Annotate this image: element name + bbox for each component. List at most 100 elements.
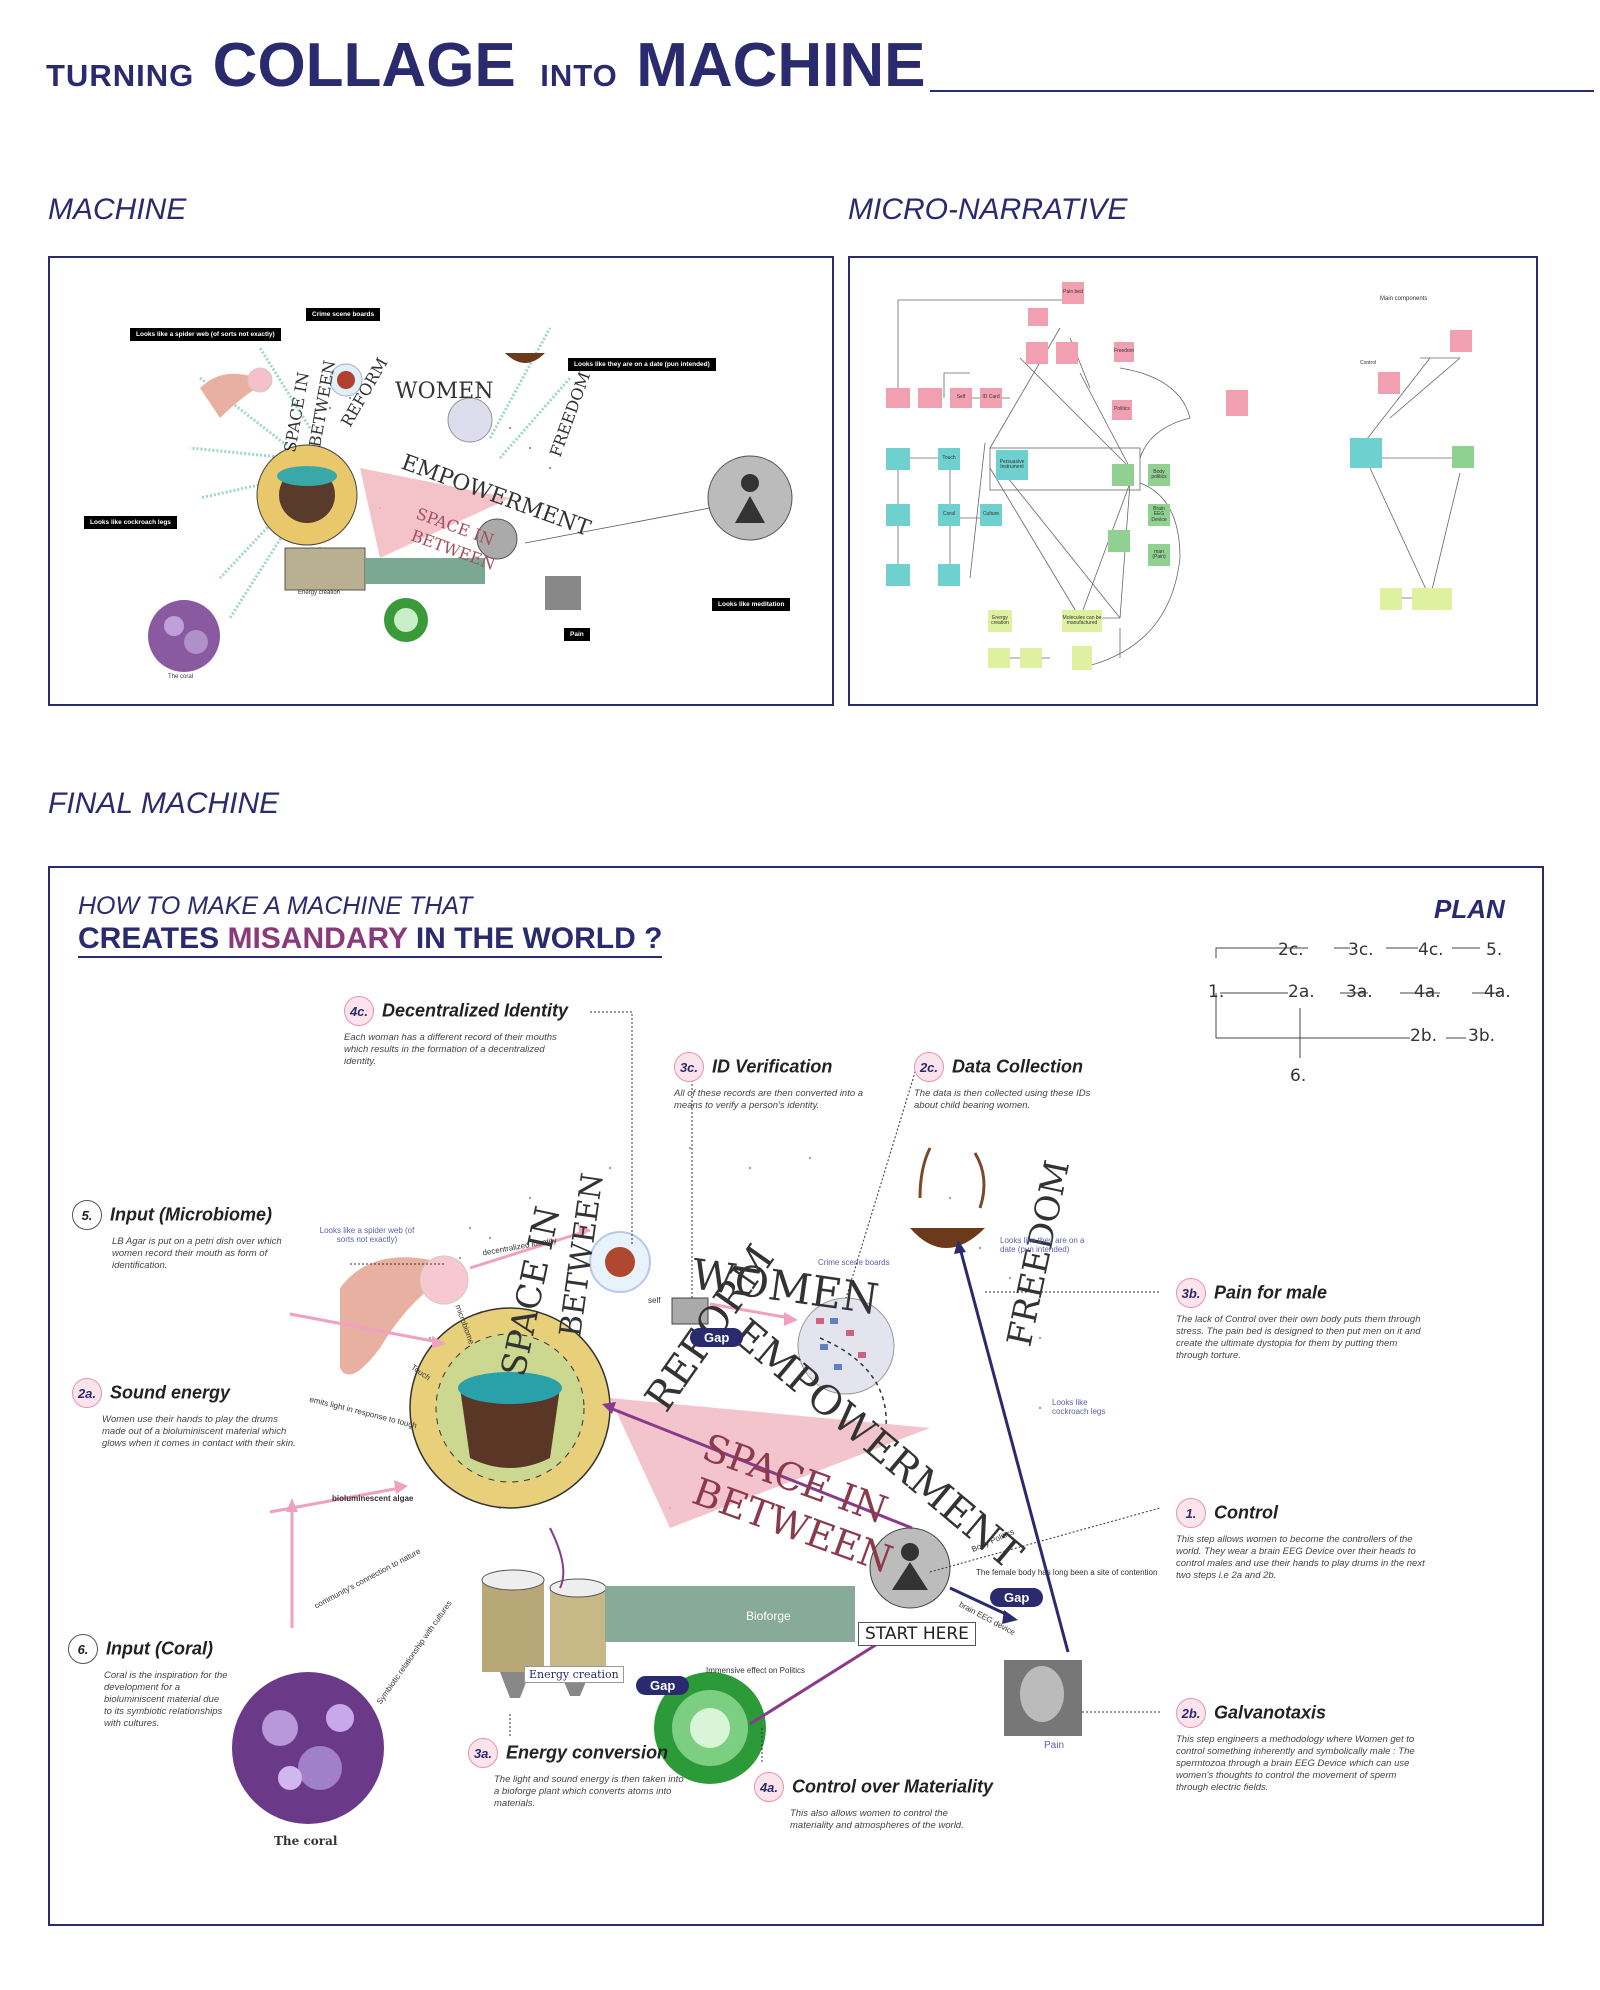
label-date: Looks like they are on a date (pun inten… <box>1000 1236 1085 1254</box>
step-2b-title: Galvanotaxis <box>1214 1702 1327 1723</box>
step-3c-title: ID Verification <box>712 1056 833 1077</box>
title-machine: MACHINE <box>636 31 926 100</box>
step-2a: 2a.Sound energy Women use their hands to… <box>72 1378 302 1450</box>
label-coral: The coral <box>274 1834 338 1848</box>
label-coral: The coral <box>168 674 194 680</box>
step-1: 1.Control This step allows women to beco… <box>1176 1498 1426 1582</box>
label-immense: Immensive effect on Politics <box>706 1666 806 1675</box>
final-drum <box>409 1307 611 1509</box>
step-2b-desc: This step engineers a methodology where … <box>1176 1734 1415 1793</box>
label-pain: Pain <box>1044 1740 1065 1751</box>
gap-badge-2: Gap <box>990 1588 1044 1607</box>
step-4c-title: Decentralized Identity <box>382 1000 569 1021</box>
question-top: HOW TO MAKE A MACHINE THAT <box>78 892 473 920</box>
main-box-green <box>1452 446 1474 468</box>
word-bioforge: Bioforge <box>746 1609 791 1623</box>
main-components-title: Main components <box>1380 296 1428 302</box>
micro-narrative-panel: Pain bed Freedom Self ID Card Politics T… <box>848 256 1538 706</box>
main-box-pink-2 <box>1378 372 1400 394</box>
question-main: CREATES MISANDARY IN THE WORLD ? <box>78 922 663 958</box>
energy-tanks <box>284 547 366 591</box>
hand-image <box>200 373 260 418</box>
start-here: START HERE <box>858 1622 976 1646</box>
step-5-title: Input (Microbiome) <box>110 1204 272 1225</box>
box-politics: Politics <box>1112 400 1132 420</box>
step-2a-title: Sound energy <box>110 1382 231 1403</box>
title-collage: COLLAGE <box>212 31 516 100</box>
step-1-number: 1. <box>1176 1498 1206 1528</box>
question-a: CREATES <box>78 922 228 955</box>
section-label-machine: MACHINE <box>48 193 187 226</box>
main-box-energy <box>1380 588 1402 610</box>
step-4c-desc: Each woman has a different record of the… <box>344 1032 557 1067</box>
gap-badge-3: Gap <box>636 1676 690 1695</box>
page-title: TURNING COLLAGE INTO MACHINE <box>46 30 946 101</box>
step-3b-desc: The lack of Control over their own body … <box>1176 1314 1421 1361</box>
label-date: Looks like they are on a date (pun inten… <box>568 358 716 371</box>
final-meditation <box>869 1527 951 1609</box>
step-3b-title: Pain for male <box>1214 1282 1328 1303</box>
coral-image <box>148 600 220 672</box>
box-self: Self <box>950 388 972 408</box>
plan-3a: 3a. <box>1346 982 1373 1002</box>
step-1-title: Control <box>1214 1502 1278 1523</box>
box-touch: Touch <box>938 448 960 470</box>
title-turning: TURNING <box>46 58 195 93</box>
box-energy: Energy creation <box>988 610 1012 632</box>
face-image <box>545 576 581 610</box>
step-6-desc: Coral is the inspiration for the develop… <box>104 1670 228 1729</box>
final-machine-panel: HOW TO MAKE A MACHINE THAT CREATES MISAN… <box>48 866 1544 1926</box>
label-algae: bioluminescent algae <box>332 1494 414 1503</box>
label-cockroach: Looks like cockroach legs <box>1052 1398 1106 1416</box>
box-freedom: Freedom <box>1114 342 1134 362</box>
step-5-number: 5. <box>72 1200 102 1230</box>
step-2c-desc: The data is then collected using these I… <box>914 1088 1091 1111</box>
step-3b: 3b.Pain for male The lack of Control ove… <box>1176 1278 1426 1362</box>
label-crime: Crime scene boards <box>818 1258 890 1267</box>
box-brain-eeg: Brain EEG Device <box>1148 504 1170 526</box>
plan-6: 6. <box>1290 1066 1307 1086</box>
step-3c: 3c.ID Verification All of these records … <box>674 1052 864 1112</box>
label-pain: Pain <box>564 628 590 641</box>
step-3a-number: 3a. <box>468 1738 498 1768</box>
plan-4c: 4c. <box>1418 940 1444 960</box>
box-culture: Culture <box>980 504 1002 526</box>
step-3c-desc: All of these records are then converted … <box>674 1088 864 1111</box>
final-pink-wedge <box>610 1398 930 1528</box>
box-lime-2 <box>1020 648 1042 668</box>
plan-title: PLAN <box>1434 894 1505 924</box>
plan-3b: 3b. <box>1468 1026 1496 1046</box>
box-lime-1 <box>988 648 1010 668</box>
box-green-2 <box>1108 530 1130 552</box>
box-pink-6 <box>1226 390 1248 416</box>
bioforge-strip <box>605 1586 855 1642</box>
svg-text:BETWEEN: BETWEEN <box>305 359 339 449</box>
plan-2c: 2c. <box>1278 940 1304 960</box>
title-rule <box>930 90 1594 92</box>
box-pain-bed: Pain bed <box>1062 282 1084 304</box>
section-label-micro-narrative: MICRO-NARRATIVE <box>848 193 1128 226</box>
box-pink-5 <box>918 388 942 408</box>
step-4c: 4c. Decentralized Identity Each woman has… <box>344 996 574 1068</box>
final-basket <box>910 1147 986 1248</box>
title-into: INTO <box>540 58 618 93</box>
plan-2a: 2a. <box>1288 982 1315 1002</box>
main-box-molecules <box>1412 588 1452 610</box>
plan-3c: 3c. <box>1348 940 1374 960</box>
box-teal-3 <box>886 564 910 586</box>
plan-2b: 2b. <box>1410 1026 1438 1046</box>
final-arrows <box>269 1224 1070 1726</box>
svg-text:FREEDOM: FREEDOM <box>546 369 594 459</box>
box-lime-3 <box>1072 646 1092 670</box>
box-green-1 <box>1112 464 1134 486</box>
label-spider: Looks like a spider web (of sorts not ex… <box>130 328 281 341</box>
question-misandary: MISANDARY <box>227 922 408 955</box>
step-6-title: Input (Coral) <box>106 1638 213 1659</box>
step-4c-number: 4c. <box>344 996 374 1026</box>
plan-4a-2: 4a. <box>1484 982 1511 1002</box>
final-petri-mouth <box>419 1255 469 1305</box>
label-crime: Crime scene boards <box>306 308 381 321</box>
step-5-desc: LB Agar is put on a petri dish over whic… <box>112 1236 282 1271</box>
box-pink-4 <box>886 388 910 408</box>
label-energy-creation: Energy creation <box>524 1666 624 1683</box>
